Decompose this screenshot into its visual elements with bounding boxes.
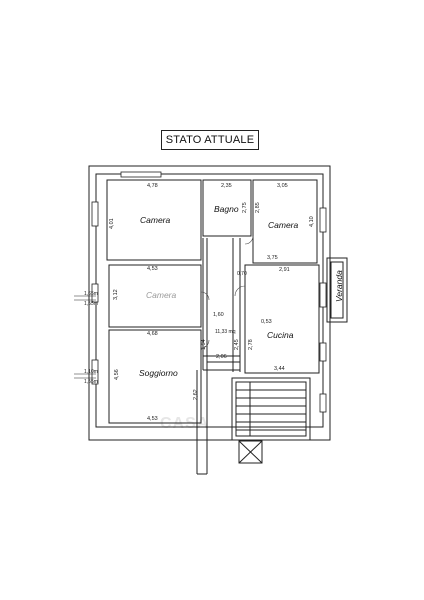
dim-label: 2,35 [221,183,232,189]
area-label: 11,33 mq [215,329,236,335]
dim-label: 0,70 [237,271,247,277]
dim-label: 2,91 [279,267,290,273]
windows [91,171,327,413]
room-label-cucina: Cucina [267,330,294,340]
plan-title: STATO ATTUALE [161,130,259,150]
doors [200,235,254,349]
level-mark-label: 1,55m [84,379,98,385]
dim-label: 1,94 [201,339,207,350]
dim-label: 4,53 [147,266,158,272]
dim-label: 0,53 [261,319,272,325]
dim-label: 4,01 [109,218,115,229]
dim-label: 2,62 [193,389,199,400]
level-mark-label: 1,55m [84,301,98,307]
level-mark-label: 1,65m [84,291,98,297]
level-markers [74,295,96,379]
dim-label: 3,12 [113,289,119,300]
room-label-camera-top-left: Camera [140,215,171,225]
dim-label: 2,45 [234,339,240,350]
veranda-structure [326,257,348,323]
dim-label: 2,75 [242,202,248,213]
dim-label: 3,75 [267,255,278,261]
dim-label: 4,53 [147,416,158,422]
room-label-camera-middle: Camera [146,290,177,300]
stair-well [196,370,311,475]
dim-label: 4,78 [147,183,158,189]
dim-label: 3,44 [274,366,285,372]
dim-label: 2,78 [248,339,254,350]
dim-label: 1,60 [213,312,224,318]
interior-walls [106,179,320,424]
dim-label: 4,10 [309,216,315,227]
level-mark-label: 1,10m [84,369,98,375]
dim-label: 3,05 [277,183,288,189]
dim-label: 4,68 [147,331,158,337]
room-label-camera-top-right: Camera [268,220,299,230]
dim-label: 4,56 [114,369,120,380]
dim-label: 2,85 [255,202,261,213]
dim-label: 2,06 [216,354,227,360]
room-label-veranda: Veranda [334,270,344,302]
room-label-bagno: Bagno [214,204,239,214]
room-label-soggiorno: Soggiorno [139,368,178,378]
outer-walls [88,165,331,441]
